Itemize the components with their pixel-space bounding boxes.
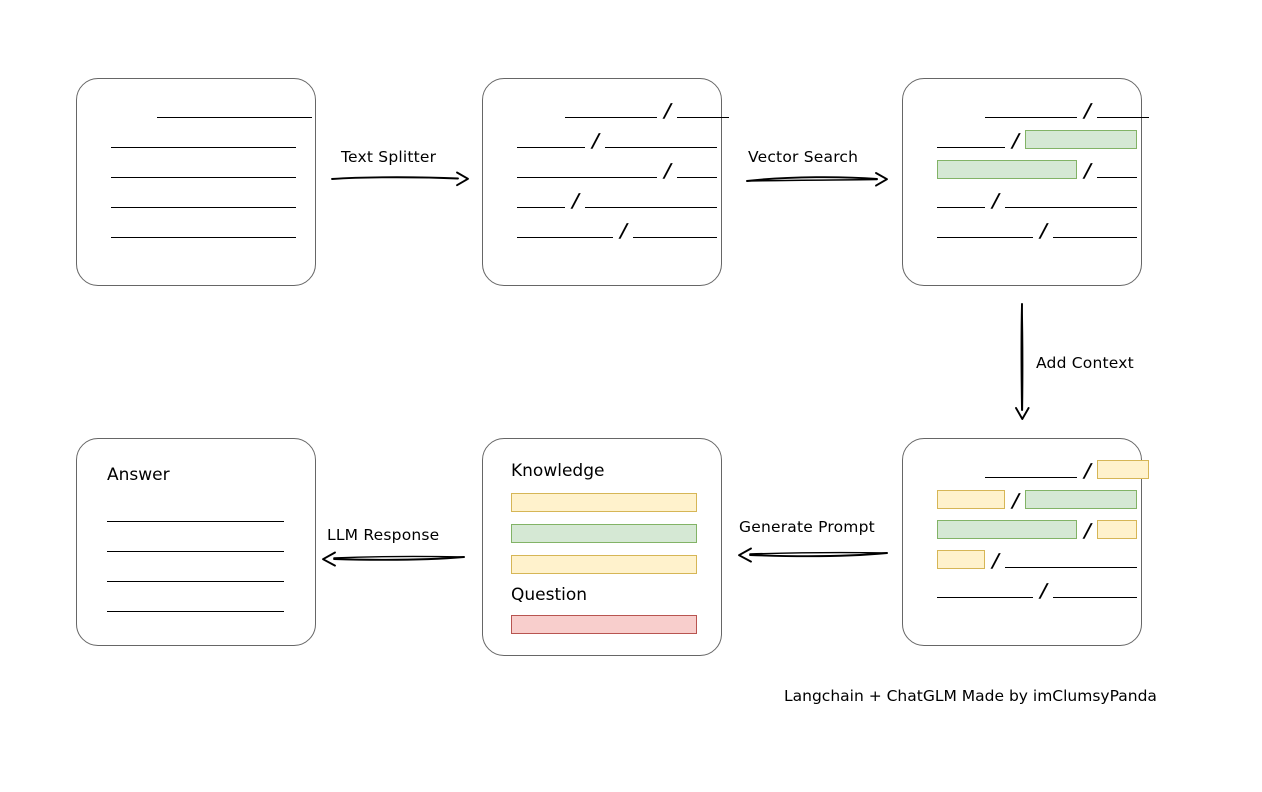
text-rule [937, 237, 1033, 238]
text-chunk-yellow [937, 490, 1005, 509]
text-chunk-green [937, 160, 1077, 179]
segment-separator: / [589, 130, 602, 152]
segment-separator: / [661, 160, 674, 182]
edge-arrow-vector-search [746, 172, 888, 187]
edge-label-llm-response: LLM Response [327, 526, 440, 544]
text-rule [107, 551, 284, 552]
text-rule [517, 147, 585, 148]
text-rule [1097, 117, 1149, 118]
prompt-chunk-red [511, 615, 697, 634]
question-heading: Question [511, 585, 588, 605]
segment-separator: / [569, 190, 582, 212]
text-rule [107, 581, 284, 582]
edge-arrow-llm-response [322, 551, 465, 567]
text-rule [605, 147, 717, 148]
node-source-document[interactable] [76, 78, 316, 286]
node-answer[interactable]: Answer [76, 438, 316, 646]
text-rule [1005, 207, 1137, 208]
node-generated-prompt[interactable]: Knowledge Question [482, 438, 722, 656]
edge-arrow-text-splitter [331, 171, 469, 187]
node-vector-search-result[interactable]: / / / / / [902, 78, 1149, 286]
text-rule [985, 477, 1077, 478]
text-rule [985, 117, 1077, 118]
segment-separator: / [1037, 220, 1050, 242]
text-rule [517, 207, 565, 208]
text-rule [1053, 237, 1137, 238]
text-rule [517, 237, 613, 238]
text-chunk-yellow [1097, 520, 1137, 539]
segment-separator: / [1037, 580, 1050, 602]
text-rule [937, 207, 985, 208]
text-rule [677, 117, 729, 118]
segment-separator: / [1081, 520, 1094, 542]
text-chunk-yellow [937, 550, 985, 569]
text-rule [565, 117, 657, 118]
text-rule [517, 177, 657, 178]
segment-separator: / [1081, 460, 1094, 482]
text-rule [111, 237, 296, 238]
knowledge-heading: Knowledge [511, 461, 605, 481]
prompt-chunk-green [511, 524, 697, 543]
text-chunk-green [1025, 130, 1137, 149]
text-rule [1005, 567, 1137, 568]
segment-separator: / [989, 190, 1002, 212]
text-rule [677, 177, 717, 178]
edge-arrow-add-context [1015, 303, 1030, 420]
text-rule [937, 597, 1033, 598]
text-rule [633, 237, 717, 238]
text-rule [1097, 177, 1137, 178]
text-rule [107, 611, 284, 612]
text-chunk-green [937, 520, 1077, 539]
edge-label-vector-search: Vector Search [748, 148, 859, 166]
segment-separator: / [1009, 130, 1022, 152]
text-rule [1053, 597, 1137, 598]
segment-separator: / [1009, 490, 1022, 512]
segment-separator: / [617, 220, 630, 242]
text-rule [111, 177, 296, 178]
text-rule [107, 521, 284, 522]
edge-arrow-generate-prompt [738, 547, 888, 563]
text-rule [937, 147, 1005, 148]
text-chunk-yellow [1097, 460, 1149, 479]
prompt-chunk-yellow [511, 493, 697, 512]
segment-separator: / [989, 550, 1002, 572]
footer-credit: Langchain + ChatGLM Made by imClumsyPand… [784, 687, 1157, 705]
text-rule [585, 207, 717, 208]
edge-label-generate-prompt: Generate Prompt [739, 518, 875, 536]
text-rule [157, 117, 312, 118]
segment-separator: / [1081, 100, 1094, 122]
edge-label-add-context: Add Context [1036, 354, 1134, 372]
segment-separator: / [1081, 160, 1094, 182]
text-rule [111, 207, 296, 208]
segment-separator: / [661, 100, 674, 122]
text-chunk-green [1025, 490, 1137, 509]
text-rule [111, 147, 296, 148]
node-context-document[interactable]: / / / / / [902, 438, 1149, 646]
edge-label-text-splitter: Text Splitter [341, 148, 437, 166]
answer-heading: Answer [107, 465, 170, 485]
prompt-chunk-yellow [511, 555, 697, 574]
node-split-document[interactable]: / / / / / [482, 78, 729, 286]
